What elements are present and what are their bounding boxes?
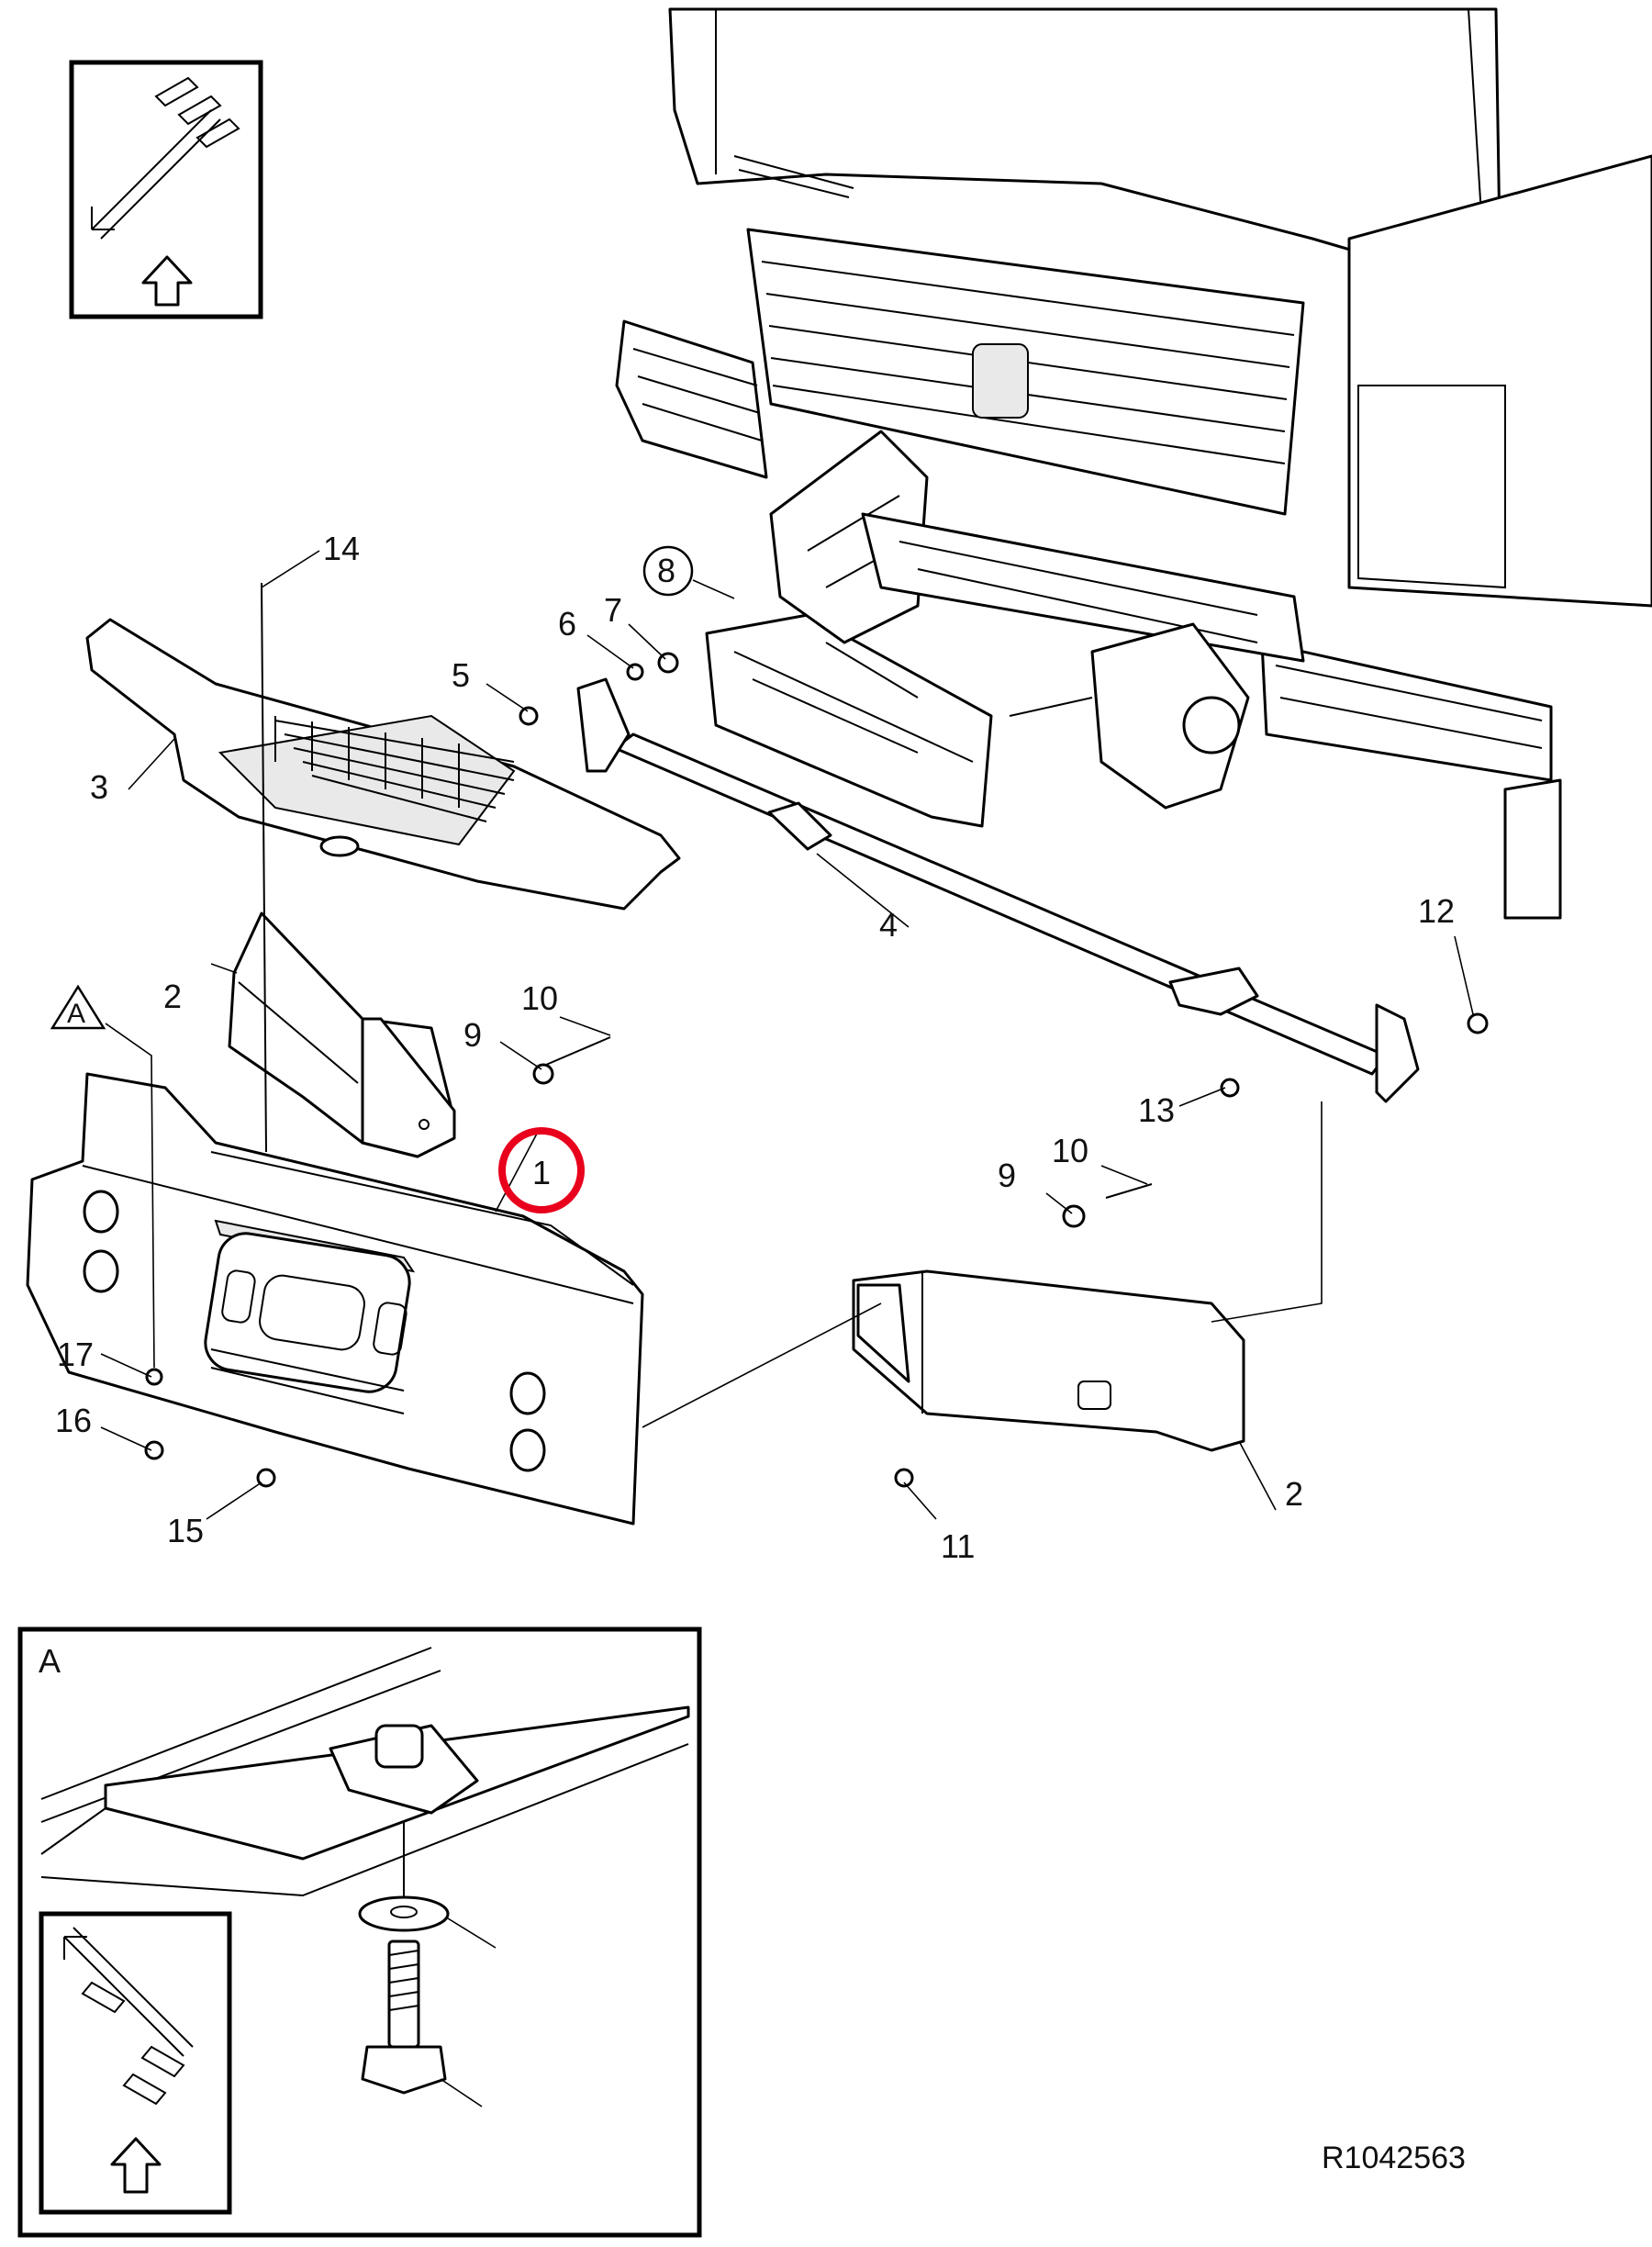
- callout-15: 15: [167, 1512, 204, 1549]
- step-grille-panel: [85, 618, 681, 911]
- front-bumper: [26, 1072, 644, 1526]
- cross-member-rod: [576, 677, 1420, 1103]
- leader-lines: [100, 550, 1474, 1520]
- callout-7: 7: [604, 591, 622, 629]
- callout-4: 4: [879, 906, 898, 944]
- right-end-cap: [852, 1269, 1245, 1452]
- callout-8-badge: 8: [642, 545, 694, 597]
- callout-5: 5: [452, 656, 470, 694]
- callout-3: 3: [90, 768, 108, 806]
- callout-13: 13: [1138, 1091, 1175, 1129]
- truck-cab-front: [615, 7, 1652, 920]
- callout-10-right: 10: [1052, 1132, 1088, 1169]
- callout-labels: 1 2 2 3 4 5 6 7 8 9 9 10 10 11 12 13 14 …: [55, 530, 1455, 2130]
- reference-code: R1042563: [1322, 2141, 1466, 2175]
- detail-a-marker: A: [50, 984, 106, 1030]
- callout-2-right: 2: [1285, 1475, 1303, 1513]
- detail-view-a-title: A: [39, 1642, 61, 1680]
- callout-8: 8: [657, 552, 675, 589]
- orientation-icon-top: [69, 60, 263, 319]
- left-end-cap: [228, 911, 456, 1158]
- callout-14: 14: [323, 530, 360, 567]
- callout-11: 11: [941, 1527, 975, 1565]
- detail-a-marker-label: A: [67, 999, 85, 1029]
- highlight-circle: [498, 1127, 585, 1213]
- callout-10-left: 10: [521, 979, 558, 1017]
- callout-9-left: 9: [463, 1016, 482, 1054]
- callout-2-left: 2: [163, 978, 182, 1015]
- callout-9-right: 9: [998, 1157, 1016, 1194]
- callout-17-main: 17: [57, 1336, 94, 1373]
- fasteners: [144, 582, 1489, 1488]
- front-frame-bracket: [705, 430, 1305, 828]
- callout-6: 6: [558, 605, 576, 643]
- orientation-icon-detail: [39, 1911, 232, 2215]
- callout-1: 1: [532, 1154, 551, 1191]
- callout-16-main: 16: [55, 1402, 92, 1439]
- callout-12: 12: [1418, 892, 1455, 930]
